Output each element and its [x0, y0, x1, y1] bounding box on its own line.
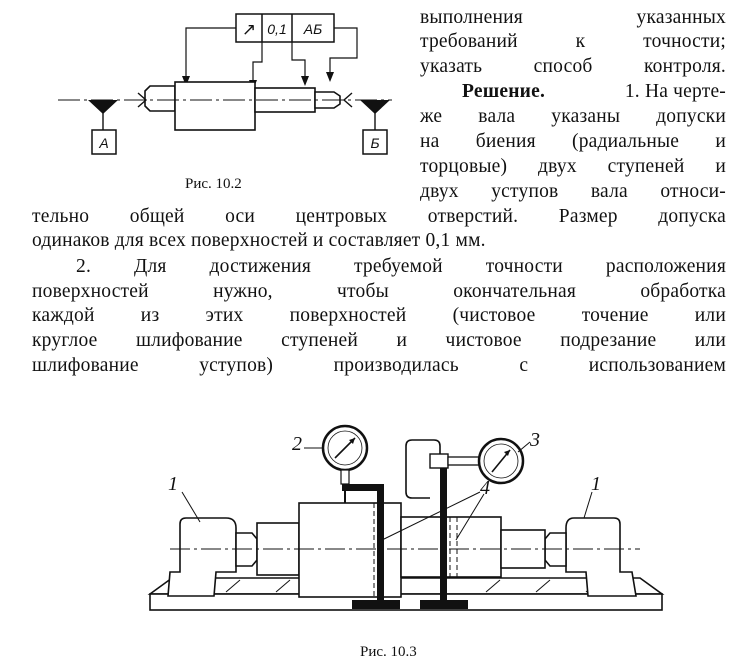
shaft-drawing: [144, 81, 341, 131]
full-line-5: круглое шлифование ступеней и чистовое п…: [32, 330, 726, 351]
right-column-line-1: выполнения указанных: [420, 7, 726, 28]
label-leaders: [181, 441, 593, 541]
label-4: 4: [480, 477, 490, 499]
right-column-line-7: двух уступов вала относи-: [420, 181, 726, 202]
left-headstock: [167, 517, 258, 597]
right-column-line-6: торцовые) двух ступеней и: [420, 156, 726, 177]
datum-box-b: [362, 129, 388, 155]
full-line-6: шлифование уступов) производилась с испо…: [32, 355, 726, 376]
full-line-1: тельно общей оси центровых отверстий. Ра…: [32, 206, 726, 227]
label-1-right: 1: [591, 473, 601, 495]
figure-10-2-caption: Рис. 10.2: [185, 176, 242, 192]
base-plate: [147, 577, 665, 611]
shaft-section-marks: [373, 503, 458, 597]
figure-10-2: ↗ 0,1 АБ А Б: [58, 13, 392, 155]
datum-triangle-b: [360, 100, 390, 114]
center-arrows: [137, 92, 353, 108]
frame-datum-reference: АБ: [303, 21, 322, 37]
datum-letter-a: А: [98, 135, 108, 151]
frame-runout-symbol: ↗: [242, 20, 256, 40]
dial-indicator-3: [405, 437, 525, 499]
right-headstock: [544, 517, 637, 597]
datum-triangle-a: [88, 100, 118, 114]
indicator-stand-left: [342, 484, 400, 609]
label-1-left: 1: [168, 473, 178, 495]
datum-letter-b: Б: [370, 135, 379, 151]
indicator-stand-right: [420, 460, 468, 609]
figure-10-3: 1 1 2 3 4: [147, 424, 665, 611]
frame-tolerance-value: 0,1: [267, 21, 286, 37]
full-line-3: поверхностей нужно, чтобы окончательная …: [32, 281, 726, 302]
right-column-line-3: указать способ контроля.: [420, 56, 726, 77]
datum-box-a: [91, 129, 117, 155]
label-3: 3: [529, 429, 540, 451]
dial-indicator-2: [321, 424, 369, 503]
full-line-4: каждой из этих поверхностей (чистовое то…: [32, 305, 726, 326]
solution-label: Решение.: [462, 81, 546, 102]
paragraph-2-first-line: 2. Для достижения требуемой точности рас…: [76, 256, 726, 277]
leader-lines: [185, 27, 358, 86]
right-column-line-2: требований к точности;: [420, 31, 726, 52]
full-line-2: одинаков для всех поверхностей и составл…: [32, 230, 486, 251]
figure-10-3-caption: Рис. 10.3: [360, 644, 417, 660]
label-2: 2: [292, 433, 302, 455]
right-column-line-5: на биения (радиальные и: [420, 131, 726, 152]
solution-first-text: 1. На черте-: [624, 81, 726, 102]
solution-line: Решение. 1. На черте-: [462, 80, 726, 104]
right-column-line-4: же вала указаны допуски: [420, 106, 726, 127]
